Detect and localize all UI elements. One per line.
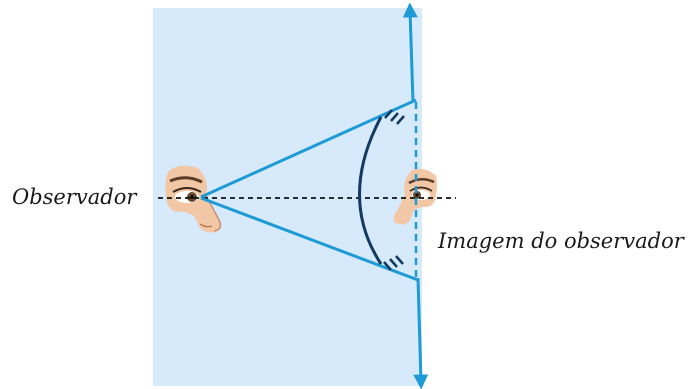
observer-eye-icon [165,165,222,233]
mirror-hatch-top [384,109,405,125]
mirror-hatch-bottom [383,255,404,271]
observer-label: Observador [12,185,138,209]
lower-ray [200,196,419,282]
observer-image-label: Imagem do observador [437,229,686,253]
down-arrow-icon [413,277,429,389]
upper-ray [200,98,417,199]
up-arrow-icon [402,2,418,103]
mirror-arc [358,116,383,265]
